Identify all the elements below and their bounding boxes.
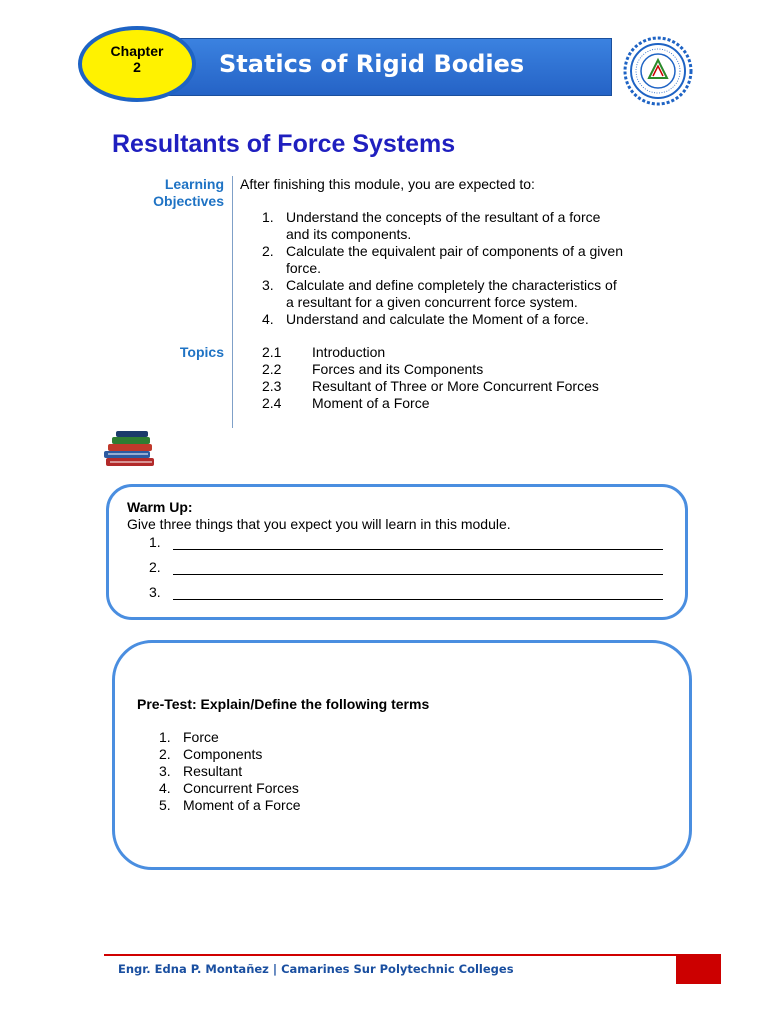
term-number: 2. bbox=[159, 746, 171, 762]
list-item: 4. Concurrent Forces bbox=[159, 780, 301, 797]
label-line: Learning bbox=[164, 176, 224, 192]
topics-label: Topics bbox=[179, 344, 224, 360]
footer-page-box bbox=[676, 954, 721, 984]
list-item: 1. Force bbox=[159, 729, 301, 746]
pre-test-terms: 1. Force 2. Components 3. Resultant 4. Concu… bbox=[159, 729, 301, 814]
blank-line bbox=[173, 549, 663, 550]
item-text: Calculate and define completely the char… bbox=[286, 277, 617, 293]
pre-test-box: Pre-Test: Explain/Define the following t… bbox=[112, 640, 692, 870]
blank-number: 2. bbox=[149, 559, 161, 575]
college-seal-icon bbox=[623, 36, 693, 106]
item-number: 3. bbox=[262, 277, 274, 293]
term-number: 1. bbox=[159, 729, 171, 745]
topic-number: 2.3 bbox=[262, 378, 282, 394]
topic-text: Introduction bbox=[312, 344, 386, 360]
vertical-divider bbox=[232, 176, 233, 428]
term-number: 4. bbox=[159, 780, 171, 796]
chapter-badge: Chapter 2 bbox=[78, 26, 196, 102]
blank-number: 1. bbox=[149, 534, 161, 550]
warm-up-title: Warm Up: bbox=[127, 499, 193, 515]
list-item: 5. Moment of a Force bbox=[159, 797, 301, 814]
label-line: Objectives bbox=[153, 193, 224, 209]
learning-objectives-label: Learning Objectives bbox=[112, 176, 224, 210]
chapter-title: Statics of Rigid Bodies bbox=[219, 50, 525, 78]
term-number: 3. bbox=[159, 763, 171, 779]
warm-up-box: Warm Up: Give three things that you expe… bbox=[106, 484, 688, 620]
blank-number: 3. bbox=[149, 584, 161, 600]
item-text: a resultant for a given concurrent force… bbox=[286, 294, 578, 310]
list-item: 2.3 Resultant of Three or More Concurrent… bbox=[262, 378, 599, 395]
chapter-label: Chapter bbox=[110, 43, 164, 59]
item-text: Understand and calculate the Moment of a… bbox=[286, 311, 589, 327]
item-text: force. bbox=[286, 260, 322, 276]
item-text: Calculate the equivalent pair of compone… bbox=[286, 243, 623, 259]
item-text: and its components. bbox=[286, 226, 412, 242]
item-text: Understand the concepts of the resultant… bbox=[286, 209, 601, 225]
footer-author: Engr. Edna P. Montañez | Camarines Sur P… bbox=[118, 962, 514, 976]
pre-test-title: Pre-Test: Explain/Define the following t… bbox=[137, 696, 430, 712]
topic-text: Resultant of Three or More Concurrent Fo… bbox=[312, 378, 599, 394]
topic-number: 2.1 bbox=[262, 344, 282, 360]
books-icon bbox=[104, 431, 154, 466]
answer-blank-3[interactable]: 3. bbox=[149, 584, 663, 600]
term-text: Components bbox=[183, 746, 263, 762]
term-text: Resultant bbox=[183, 763, 243, 779]
item-number: 1. bbox=[262, 209, 274, 225]
term-text: Concurrent Forces bbox=[183, 780, 299, 796]
term-text: Moment of a Force bbox=[183, 797, 301, 813]
list-item: 3. Calculate and define completely the c… bbox=[262, 277, 662, 311]
item-number: 4. bbox=[262, 311, 274, 327]
topic-text: Forces and its Components bbox=[312, 361, 484, 377]
item-number: 2. bbox=[262, 243, 274, 259]
answer-blank-2[interactable]: 2. bbox=[149, 559, 663, 575]
list-item: 2.1 Introduction bbox=[262, 344, 599, 361]
list-item: 2.4 Moment of a Force bbox=[262, 395, 599, 412]
blank-line bbox=[173, 574, 663, 575]
answer-blank-1[interactable]: 1. bbox=[149, 534, 663, 550]
chapter-header-bar: Statics of Rigid Bodies bbox=[158, 38, 612, 96]
warm-up-prompt: Give three things that you expect you wi… bbox=[127, 516, 511, 532]
page-title: Resultants of Force Systems bbox=[112, 130, 456, 158]
list-item: 2. Calculate the equivalent pair of comp… bbox=[262, 243, 662, 277]
list-item: 4. Understand and calculate the Moment o… bbox=[262, 311, 662, 328]
footer-divider bbox=[104, 954, 720, 956]
topic-text: Moment of a Force bbox=[312, 395, 430, 411]
chapter-number: 2 bbox=[133, 59, 141, 75]
topic-number: 2.2 bbox=[262, 361, 282, 377]
objectives-list: 1. Understand the concepts of the result… bbox=[262, 209, 662, 328]
list-item: 1. Understand the concepts of the result… bbox=[262, 209, 662, 243]
term-number: 5. bbox=[159, 797, 171, 813]
topics-list: 2.1 Introduction 2.2 Forces and its Compon… bbox=[262, 344, 599, 412]
term-text: Force bbox=[183, 729, 219, 745]
topic-number: 2.4 bbox=[262, 395, 282, 411]
list-item: 3. Resultant bbox=[159, 763, 301, 780]
list-item: 2.2 Forces and its Components bbox=[262, 361, 599, 378]
blank-line bbox=[173, 599, 663, 600]
objectives-intro: After finishing this module, you are exp… bbox=[240, 176, 535, 192]
list-item: 2. Components bbox=[159, 746, 301, 763]
